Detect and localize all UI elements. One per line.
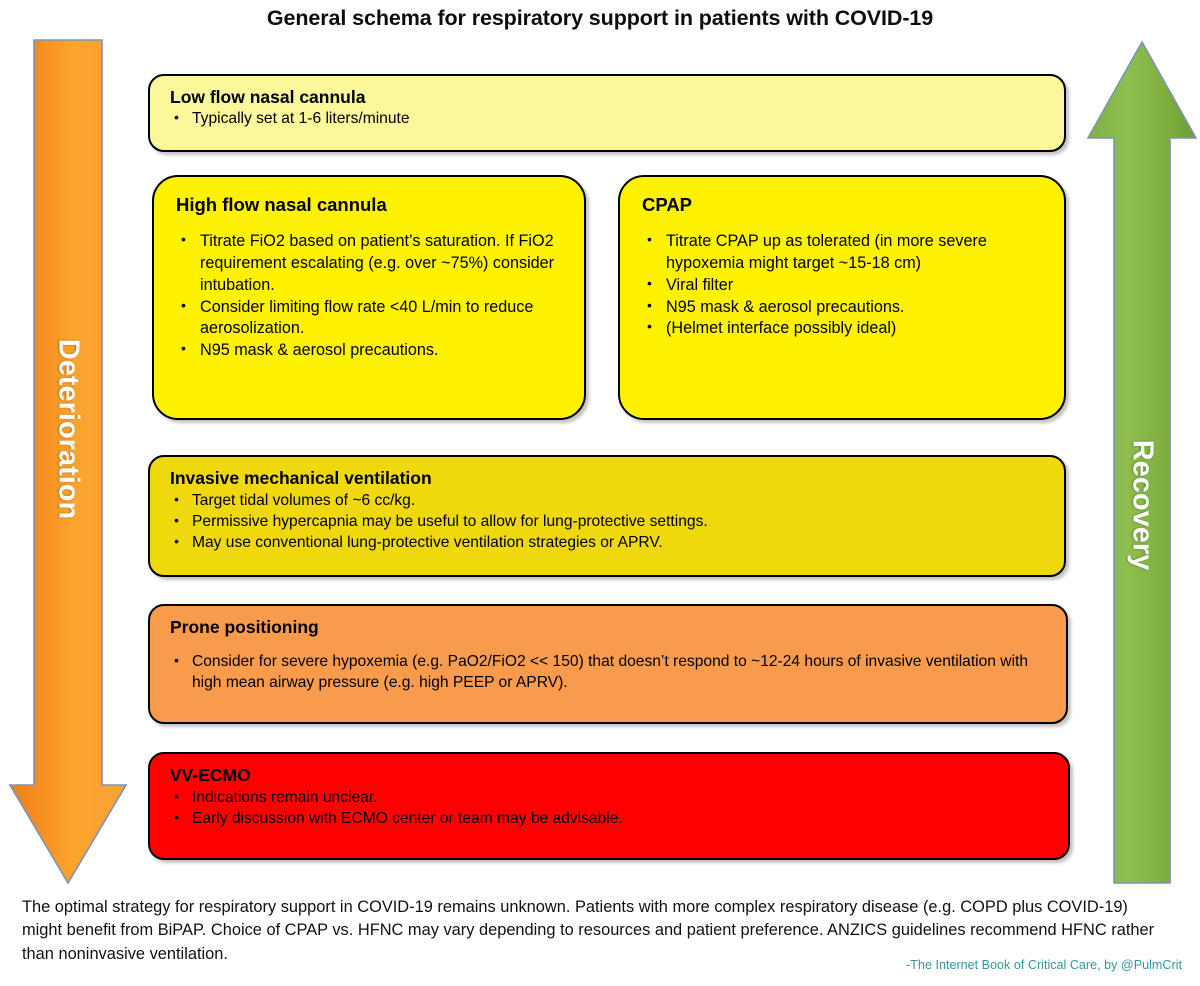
list-item: N95 mask & aerosol precautions. (176, 339, 570, 362)
box-bullet-list: Consider for severe hypoxemia (e.g. PaO2… (170, 651, 1048, 693)
box-prone-positioning[interactable]: Prone positioning Consider for severe hy… (148, 604, 1068, 724)
attribution-credit: -The Internet Book of Critical Care, by … (906, 958, 1182, 972)
box-low-flow-nasal-cannula[interactable]: Low flow nasal cannula Typically set at … (148, 74, 1066, 152)
list-item: Consider limiting flow rate <40 L/min to… (176, 296, 570, 341)
box-bullet-list: Indications remain unclear. Early discus… (170, 787, 1050, 830)
list-item: May use conventional lung-protective ven… (170, 532, 1046, 554)
box-bullet-list: Target tidal volumes of ~6 cc/kg. Permis… (170, 490, 1046, 554)
box-heading: VV-ECMO (170, 765, 251, 785)
box-vv-ecmo[interactable]: VV-ECMO Indications remain unclear. Earl… (148, 752, 1070, 860)
box-bullet-list: Titrate CPAP up as tolerated (in more se… (642, 230, 1050, 341)
list-item: Titrate CPAP up as tolerated (in more se… (642, 230, 1050, 275)
box-heading: Low flow nasal cannula (170, 87, 366, 107)
list-item: Indications remain unclear. (170, 787, 1050, 809)
deterioration-arrow: Deterioration (8, 39, 128, 885)
box-bullet-list: Titrate FiO2 based on patient’s saturati… (176, 230, 570, 363)
up-arrow-icon (1086, 40, 1198, 884)
list-item: Titrate FiO2 based on patient’s saturati… (176, 230, 570, 297)
box-bullet-list: Typically set at 1-6 liters/minute (170, 108, 1046, 130)
list-item: Target tidal volumes of ~6 cc/kg. (170, 490, 1046, 512)
box-heading: High flow nasal cannula (176, 194, 387, 215)
box-invasive-mechanical-ventilation[interactable]: Invasive mechanical ventilation Target t… (148, 455, 1066, 577)
box-heading: Prone positioning (170, 617, 319, 637)
page-title: General schema for respiratory support i… (266, 6, 934, 30)
list-item: Typically set at 1-6 liters/minute (170, 108, 1046, 130)
down-arrow-icon (8, 39, 128, 885)
list-item: N95 mask & aerosol precautions. (642, 296, 1050, 319)
box-heading: Invasive mechanical ventilation (170, 468, 432, 488)
list-item: Early discussion with ECMO center or tea… (170, 808, 1050, 830)
box-high-flow-nasal-cannula[interactable]: High flow nasal cannula Titrate FiO2 bas… (152, 175, 586, 420)
box-heading: CPAP (642, 194, 693, 215)
footer-note: The optimal strategy for respiratory sup… (22, 898, 1155, 963)
list-item: Consider for severe hypoxemia (e.g. PaO2… (170, 651, 1048, 693)
list-item: Permissive hypercapnia may be useful to … (170, 511, 1046, 533)
list-item: (Helmet interface possibly ideal) (642, 317, 1050, 340)
list-item: Viral filter (642, 274, 1050, 297)
recovery-arrow: Recovery (1086, 40, 1198, 885)
box-cpap[interactable]: CPAP Titrate CPAP up as tolerated (in mo… (618, 175, 1066, 420)
